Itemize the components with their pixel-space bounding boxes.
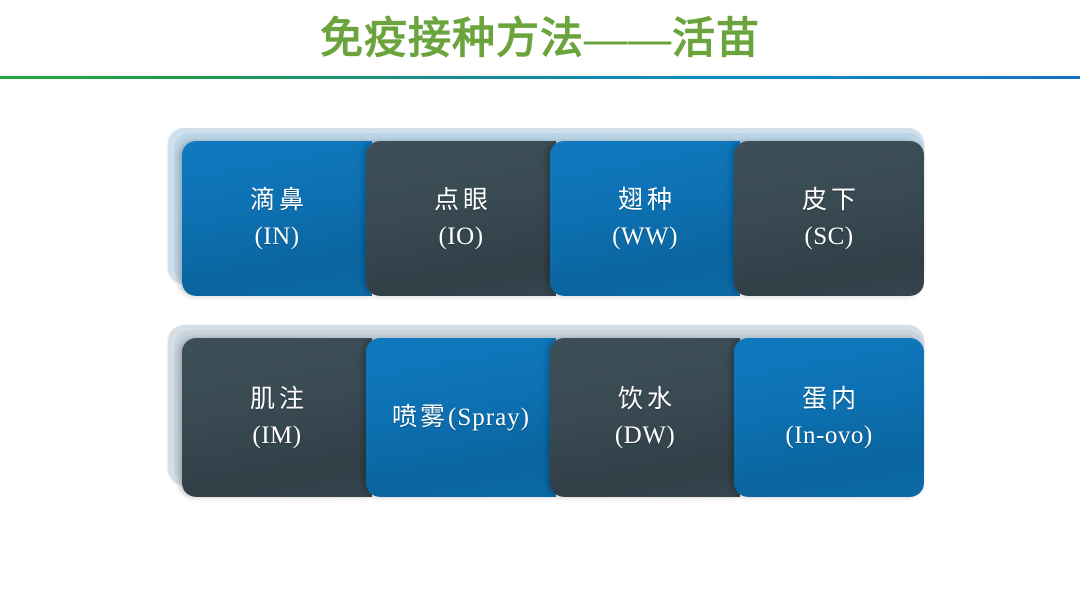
process-cell-spray-label-en: (Spray): [448, 403, 530, 431]
process-cell-in-ovo[interactable]: 蛋内 (In-ovo): [734, 338, 924, 497]
process-cell-sc-label-cn: 皮下: [801, 187, 860, 214]
process-cell-spray-label-cn: 喷雾: [392, 403, 449, 431]
process-cell-spray-label: 喷雾(Spray): [392, 403, 530, 433]
process-cell-ww-label-cn: 翅种: [617, 187, 676, 214]
process-cell-dw-label-cn: 饮水: [617, 386, 676, 413]
process-cell-in-ovo-label-en: (In-ovo): [785, 421, 873, 449]
process-cell-ww-label-en: (WW): [612, 222, 678, 250]
process-row-1: 滴鼻 (IN) 点眼 (IO) 翅种 (WW) 皮下 (SC): [168, 128, 924, 296]
process-cell-in-label-cn: 滴鼻: [249, 187, 308, 214]
process-row-2: 肌注 (IM) 喷雾(Spray) 饮水 (DW) 蛋内 (In-ovo): [168, 325, 924, 497]
process-cell-spray[interactable]: 喷雾(Spray): [366, 338, 556, 497]
process-cell-dw[interactable]: 饮水 (DW): [550, 338, 740, 497]
process-cell-sc[interactable]: 皮下 (SC): [734, 141, 924, 296]
process-cell-io-label-en: (IO): [438, 222, 484, 250]
process-cell-im-label-en: (IM): [252, 421, 302, 449]
page-title: 免疫接种方法——活苗: [320, 15, 760, 63]
process-cell-in-ovo-label-cn: 蛋内: [801, 386, 860, 413]
row-1-cells: 滴鼻 (IN) 点眼 (IO) 翅种 (WW) 皮下 (SC): [182, 141, 924, 296]
process-cell-in[interactable]: 滴鼻 (IN): [182, 141, 372, 296]
process-cell-im[interactable]: 肌注 (IM): [182, 338, 372, 497]
process-cell-io-label-cn: 点眼: [433, 187, 492, 214]
process-cell-in-label-en: (IN): [254, 222, 300, 250]
process-cell-io[interactable]: 点眼 (IO): [366, 141, 556, 296]
process-cell-im-label-cn: 肌注: [249, 386, 308, 413]
title-divider: [0, 76, 1080, 79]
process-cell-dw-label-en: (DW): [614, 421, 676, 449]
slide-title-bar: 免疫接种方法——活苗: [0, 0, 1080, 78]
process-cell-sc-label-en: (SC): [804, 222, 854, 250]
row-2-cells: 肌注 (IM) 喷雾(Spray) 饮水 (DW) 蛋内 (In-ovo): [182, 338, 924, 497]
process-cell-ww[interactable]: 翅种 (WW): [550, 141, 740, 296]
